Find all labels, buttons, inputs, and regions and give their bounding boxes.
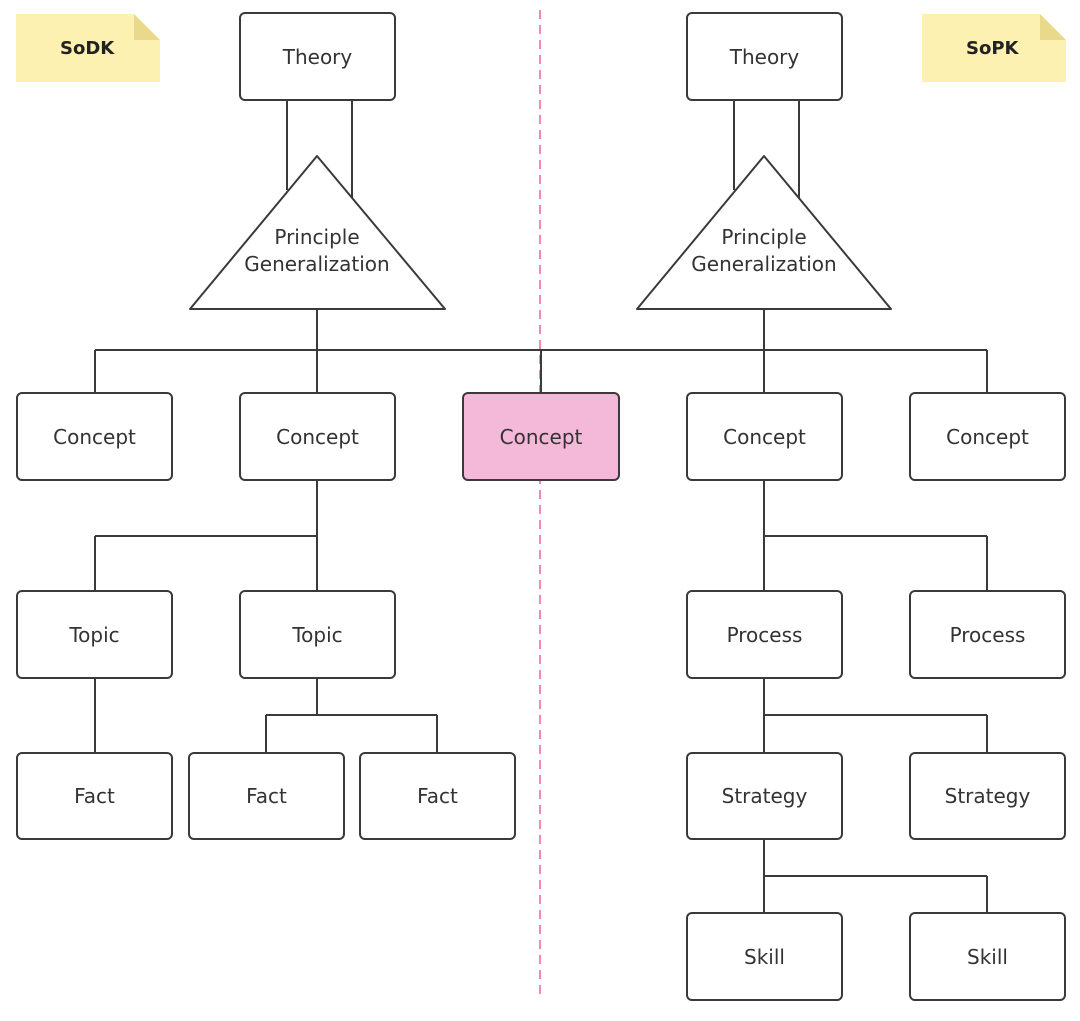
concept-node-right-1: Concept [686, 392, 843, 481]
process-node-2: Process [909, 590, 1066, 679]
principle-label-left: Principle Generalization [189, 224, 445, 278]
strategy-node-2: Strategy [909, 752, 1066, 840]
principle-triangle-right [636, 155, 892, 310]
concept-node-right-2: Concept [909, 392, 1066, 481]
principle-triangle-left [189, 155, 446, 310]
note-shape-right [922, 14, 1066, 82]
concept-node-left-1: Concept [16, 392, 173, 481]
strategy-node-1: Strategy [686, 752, 843, 840]
fact-node-2: Fact [188, 752, 345, 840]
generalization-text-right: Generalization [691, 252, 837, 276]
theory-node-right: Theory [686, 12, 843, 101]
topic-node-2: Topic [239, 590, 396, 679]
note-sopk: SoPK [966, 37, 1019, 59]
note-shape-left [16, 14, 160, 82]
connector-lines [94, 100, 988, 912]
topic-node-1: Topic [16, 590, 173, 679]
fact-node-1: Fact [16, 752, 173, 840]
concept-node-shared: Concept [462, 392, 620, 481]
concept-node-left-2: Concept [239, 392, 396, 481]
theory-node-left: Theory [239, 12, 396, 101]
principle-label-right: Principle Generalization [636, 224, 892, 278]
principle-text-left: Principle [274, 225, 360, 249]
skill-node-2: Skill [909, 912, 1066, 1001]
skill-node-1: Skill [686, 912, 843, 1001]
generalization-text-left: Generalization [244, 252, 390, 276]
note-sodk: SoDK [60, 37, 115, 59]
fact-node-3: Fact [359, 752, 516, 840]
principle-text-right: Principle [721, 225, 807, 249]
process-node-1: Process [686, 590, 843, 679]
